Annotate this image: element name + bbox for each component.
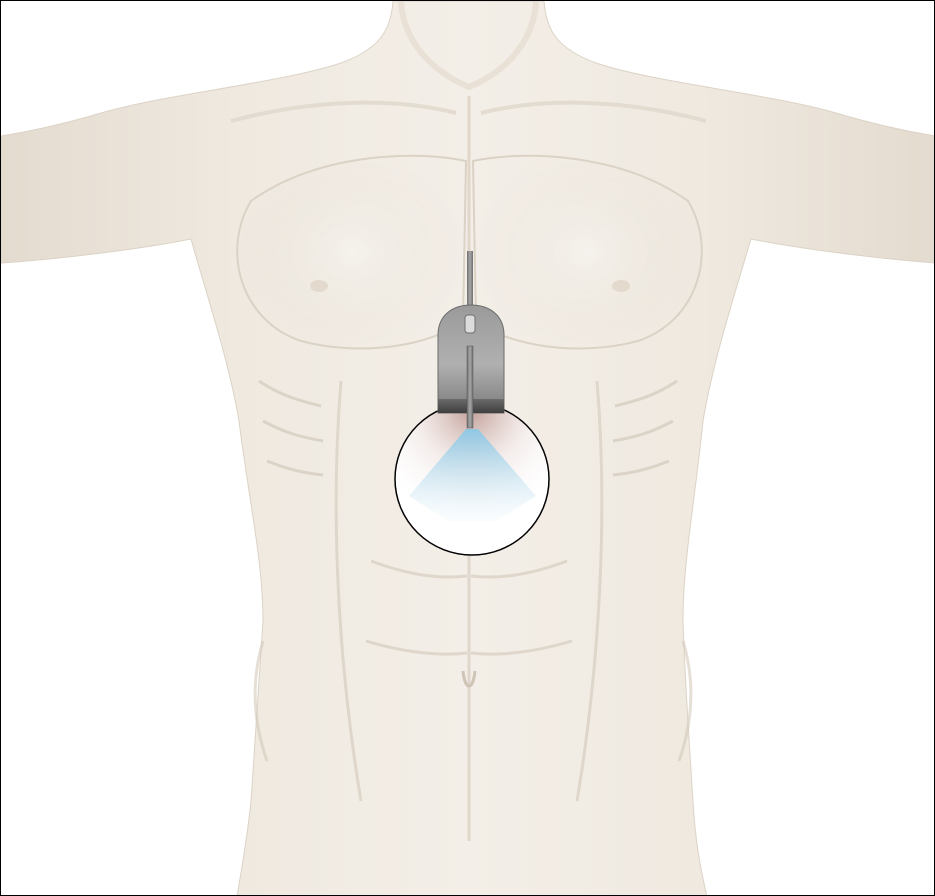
nipple-right [612,280,630,292]
nipple-left [310,280,328,292]
